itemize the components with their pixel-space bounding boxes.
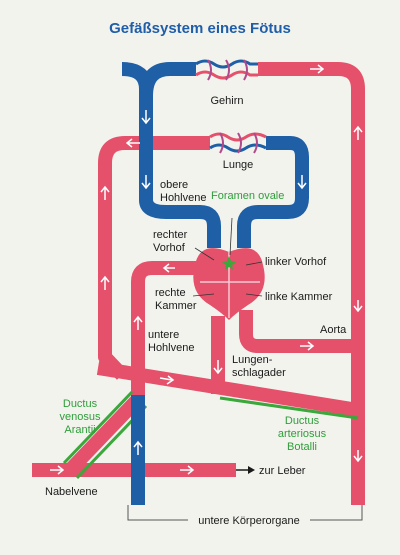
label-ductus-venosus-line2: venosus — [60, 411, 101, 423]
label-gehirn: Gehirn — [210, 95, 243, 107]
label-rechter-vorhof-line2: Vorhof — [153, 242, 186, 254]
label-aorta: Aorta — [320, 324, 347, 336]
label-lungenschlagader-line1: Lungen- — [232, 354, 273, 366]
label-ductus-venosus-line1: Ductus — [63, 398, 98, 410]
green-border-ductus-venosus — [62, 390, 134, 465]
label-lungenschlagader-line2: schlagader — [232, 367, 286, 379]
label-zur-leber: zur Leber — [259, 465, 306, 477]
brain-venous-branch — [139, 62, 196, 97]
vessel-heart-left-loop — [131, 261, 196, 395]
vessel-long-diagonal — [96, 361, 360, 417]
label-connectors — [192, 217, 263, 297]
label-ductus-venosus-line3: Arantii — [64, 424, 95, 436]
vessel-pulmonary-vein — [237, 136, 309, 248]
lung-capillaries — [209, 132, 267, 154]
label-rechter-vorhof-line1: rechter — [153, 229, 188, 241]
brain-capillaries — [195, 59, 258, 81]
label-ductus-arteriosus-line3: Botalli — [287, 441, 317, 453]
vessel-ductus-venosus — [64, 392, 146, 475]
label-obere-hohlvene-line1: obere — [160, 179, 188, 191]
arrow-to-liver — [236, 466, 255, 474]
label-ductus-arteriosus-line2: arteriosus — [278, 428, 327, 440]
label-untere-hohlvene-line2: Hohlvene — [148, 342, 194, 354]
heart — [193, 248, 265, 320]
foramen-ovale-marker — [222, 256, 236, 270]
diagram-title: Gefäßsystem eines Fötus — [109, 20, 291, 37]
lower-body-bracket — [127, 505, 363, 521]
label-rechte-kammer-line1: rechte — [155, 287, 186, 299]
vessel-brain-right-artery — [276, 62, 365, 505]
label-foramen-ovale: Foramen ovale — [211, 190, 284, 202]
label-rechte-kammer-line2: Kammer — [155, 300, 197, 312]
label-nabelvene: Nabelvene — [45, 486, 98, 498]
arterial-vessels — [32, 62, 365, 505]
vessel-lung-left — [98, 136, 210, 380]
label-lunge: Lunge — [223, 159, 254, 171]
label-untere-koerperorgane: untere Körperorgane — [198, 515, 300, 527]
label-ductus-arteriosus-line1: Ductus — [285, 415, 320, 427]
label-linker-vorhof: linker Vorhof — [265, 256, 327, 268]
vessel-aorta — [239, 310, 352, 353]
vessel-superior-vena-cava — [121, 62, 221, 248]
flow-arrows — [50, 64, 363, 475]
label-linke-kammer: linke Kammer — [265, 291, 333, 303]
label-obere-hohlvene-line2: Hohlvene — [160, 192, 206, 204]
green-border-ductus-arteriosus — [219, 396, 359, 420]
label-untere-hohlvene-line1: untere — [148, 329, 179, 341]
